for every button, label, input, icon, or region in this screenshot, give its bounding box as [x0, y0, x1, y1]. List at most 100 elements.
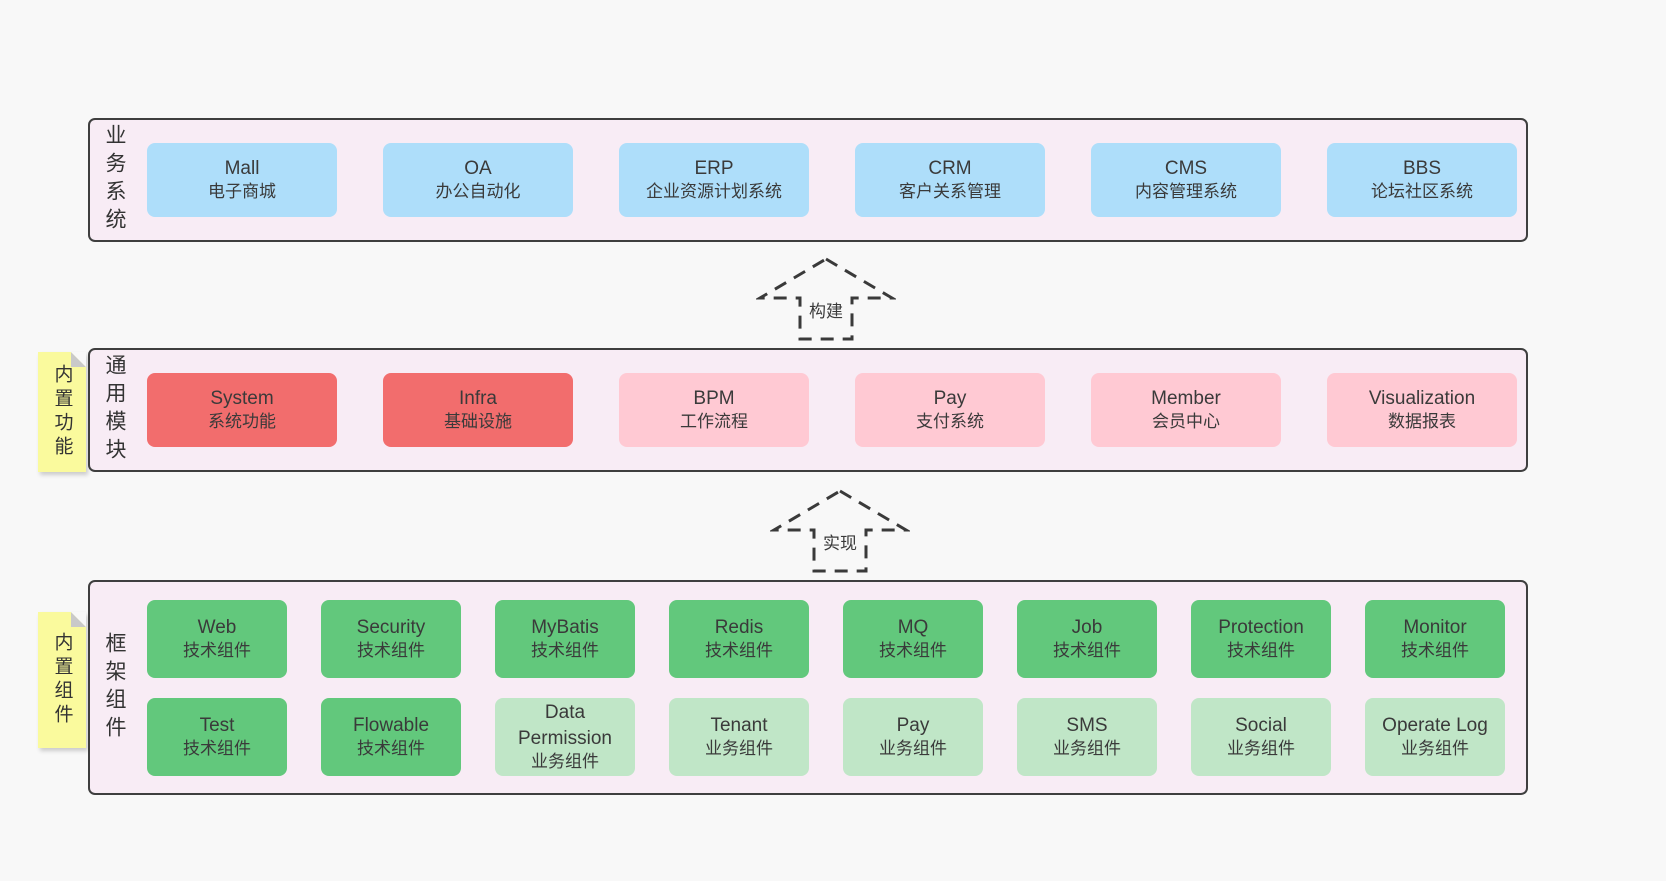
box-monitor: Monitor 技术组件 — [1365, 600, 1505, 678]
box-flowable: Flowable 技术组件 — [321, 698, 461, 776]
box-tenant: Tenant 业务组件 — [669, 698, 809, 776]
box-title: CRM — [928, 157, 972, 179]
band-label-common-modules: 通用模块 — [103, 354, 126, 466]
box-subtitle: 技术组件 — [183, 641, 251, 661]
framework-box-row-1: Web 技术组件 Security 技术组件 MyBatis 技术组件 Redi… — [147, 600, 1505, 678]
folded-corner-icon — [71, 612, 86, 627]
box-subtitle: 业务组件 — [705, 739, 773, 759]
box-oa: OA 办公自动化 — [383, 143, 573, 217]
box-crm: CRM 客户关系管理 — [855, 143, 1045, 217]
box-subtitle: 办公自动化 — [435, 182, 521, 202]
arrow-build: 构建 — [756, 256, 896, 342]
box-operate-log: Operate Log 业务组件 — [1365, 698, 1505, 776]
sticky-note-text: 内置组件 — [51, 632, 73, 728]
box-title: Infra — [458, 387, 498, 409]
box-title: MQ — [897, 616, 929, 638]
common-box-row: System 系统功能 Infra 基础设施 BPM 工作流程 Pay 支付系统… — [147, 373, 1517, 447]
up-arrow-dashed-icon — [770, 489, 910, 573]
box-web: Web 技术组件 — [147, 600, 287, 678]
box-title: Member — [1151, 387, 1221, 409]
box-title: Pay — [896, 714, 930, 736]
box-subtitle: 技术组件 — [705, 641, 773, 661]
box-data-permission: Data Permission 业务组件 — [495, 698, 635, 776]
box-security: Security 技术组件 — [321, 600, 461, 678]
band-framework-components: 框架组件 Web 技术组件 Security 技术组件 MyBatis 技术组件… — [88, 580, 1528, 795]
box-mybatis: MyBatis 技术组件 — [495, 600, 635, 678]
box-title: Operate Log — [1382, 714, 1488, 736]
box-mq: MQ 技术组件 — [843, 600, 983, 678]
box-title: CMS — [1164, 157, 1208, 179]
sticky-note-builtin-functions: 内置功能 — [38, 352, 86, 472]
framework-box-row-2: Test 技术组件 Flowable 技术组件 Data Permission … — [147, 698, 1505, 776]
box-system: System 系统功能 — [147, 373, 337, 447]
box-title: Security — [356, 616, 426, 638]
box-subtitle: 支付系统 — [916, 412, 984, 432]
box-subtitle: 基础设施 — [444, 412, 512, 432]
box-subtitle: 业务组件 — [879, 739, 947, 759]
up-arrow-dashed-icon — [756, 257, 896, 341]
box-redis: Redis 技术组件 — [669, 600, 809, 678]
arrow-implement-label: 实现 — [820, 528, 860, 555]
box-subtitle: 技术组件 — [1401, 641, 1469, 661]
box-subtitle: 工作流程 — [680, 412, 748, 432]
box-subtitle: 数据报表 — [1388, 412, 1456, 432]
sticky-note-builtin-components: 内置组件 — [38, 612, 86, 748]
box-subtitle: 技术组件 — [879, 641, 947, 661]
box-title: Job — [1071, 616, 1103, 638]
box-title: System — [210, 387, 274, 409]
box-title: OA — [464, 157, 492, 179]
box-title: Test — [199, 714, 235, 736]
box-title: SMS — [1066, 714, 1108, 736]
box-pay-component: Pay 业务组件 — [843, 698, 983, 776]
arrow-build-label: 构建 — [806, 296, 846, 323]
sticky-note-text: 内置功能 — [51, 364, 73, 460]
box-title: Social — [1235, 714, 1287, 736]
business-box-row: Mall 电子商城 OA 办公自动化 ERP 企业资源计划系统 CRM 客户关系… — [147, 143, 1517, 217]
band-label-business-systems: 业务系统 — [103, 124, 126, 236]
box-subtitle: 技术组件 — [357, 739, 425, 759]
box-title: Mall — [224, 157, 260, 179]
box-title: MyBatis — [531, 616, 599, 638]
box-bpm: BPM 工作流程 — [619, 373, 809, 447]
box-cms: CMS 内容管理系统 — [1091, 143, 1281, 217]
box-title: Flowable — [352, 714, 430, 736]
box-infra: Infra 基础设施 — [383, 373, 573, 447]
box-pay-system: Pay 支付系统 — [855, 373, 1045, 447]
box-title: Visualization — [1368, 387, 1476, 409]
box-subtitle: 业务组件 — [1227, 739, 1295, 759]
box-subtitle: 业务组件 — [531, 752, 599, 772]
box-subtitle: 企业资源计划系统 — [646, 182, 782, 202]
box-protection: Protection 技术组件 — [1191, 600, 1331, 678]
band-label-framework-components: 框架组件 — [103, 631, 126, 744]
box-subtitle: 论坛社区系统 — [1371, 182, 1473, 202]
box-title: Protection — [1218, 616, 1304, 638]
box-title: BBS — [1402, 157, 1442, 179]
box-subtitle: 内容管理系统 — [1135, 182, 1237, 202]
box-bbs: BBS 论坛社区系统 — [1327, 143, 1517, 217]
box-title: Pay — [933, 387, 967, 409]
box-visualization: Visualization 数据报表 — [1327, 373, 1517, 447]
box-subtitle: 会员中心 — [1152, 412, 1220, 432]
box-title: Redis — [714, 616, 764, 638]
band-common-modules: 通用模块 System 系统功能 Infra 基础设施 BPM 工作流程 Pay… — [88, 348, 1528, 472]
box-title: Data Permission — [518, 701, 612, 749]
box-subtitle: 业务组件 — [1401, 739, 1469, 759]
box-title: Tenant — [710, 714, 768, 736]
box-social: Social 业务组件 — [1191, 698, 1331, 776]
box-title: Monitor — [1403, 616, 1467, 638]
box-erp: ERP 企业资源计划系统 — [619, 143, 809, 217]
box-subtitle: 业务组件 — [1053, 739, 1121, 759]
box-title: Web — [197, 616, 237, 638]
box-subtitle: 电子商城 — [208, 182, 276, 202]
box-subtitle: 技术组件 — [357, 641, 425, 661]
folded-corner-icon — [71, 352, 86, 367]
box-test: Test 技术组件 — [147, 698, 287, 776]
band-business-systems: 业务系统 Mall 电子商城 OA 办公自动化 ERP 企业资源计划系统 CRM… — [88, 118, 1528, 242]
box-subtitle: 系统功能 — [208, 412, 276, 432]
box-title: ERP — [694, 157, 734, 179]
box-mall: Mall 电子商城 — [147, 143, 337, 217]
box-subtitle: 技术组件 — [531, 641, 599, 661]
box-subtitle: 技术组件 — [1227, 641, 1295, 661]
box-subtitle: 技术组件 — [1053, 641, 1121, 661]
